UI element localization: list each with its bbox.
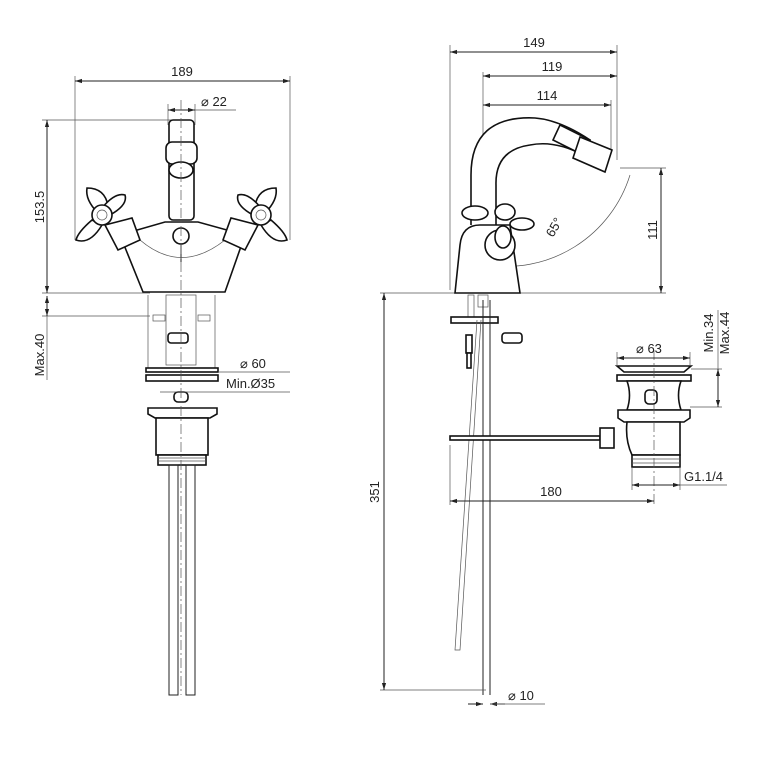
handle-left [75, 187, 142, 252]
dimension-depth: 149 [449, 35, 618, 290]
dim-label-min-hole: Min.Ø35 [226, 376, 275, 391]
dim-label-width: 189 [171, 64, 193, 79]
dim-label-total-length: 351 [367, 481, 382, 503]
dim-label-angle: 65° [543, 215, 566, 240]
dim-label-waste-min: Min.34 [701, 313, 716, 352]
dim-label-max-thickness: Max.40 [32, 334, 47, 377]
thread-marks [158, 457, 206, 462]
dimension-waste-diameter: ⌀ 63 [616, 341, 691, 366]
dim-label-waste-max: Max.44 [717, 312, 732, 355]
handle-right [221, 187, 288, 252]
faucet-side [449, 117, 694, 695]
dim-label-height: 153.5 [32, 191, 47, 224]
dim-label-spout-diameter: ⌀ 22 [201, 94, 227, 109]
front-view: 189 ⌀ 22 153.5 Max.40 [32, 64, 291, 696]
dimension-max-thickness: Max.40 [32, 296, 150, 380]
dim-label-spout-height: 111 [645, 220, 660, 240]
dimension-height: 153.5 [32, 119, 180, 294]
dim-label-rod-length: 180 [540, 484, 562, 499]
dimension-rod-length: 180 [449, 445, 654, 505]
dimension-rod-diameter: ⌀ 10 [468, 688, 545, 707]
dim-label-waste-diameter: ⌀ 63 [636, 341, 662, 356]
dim-label-spout-reach-inner: 114 [537, 88, 558, 103]
dimension-width: 189 [74, 64, 291, 240]
dim-label-spout-reach: 119 [542, 59, 563, 74]
dimension-spout-height: 111 [380, 167, 666, 294]
faucet-front [75, 100, 288, 696]
dimension-thread: G1.1/4 [631, 467, 727, 490]
dimension-hole: ⌀ 60 Min.Ø35 [160, 356, 290, 393]
side-view: 149 119 114 111 65° [367, 35, 732, 707]
dimension-spout-diameter: ⌀ 22 [167, 94, 236, 125]
dim-label-hole-diameter: ⌀ 60 [240, 356, 266, 371]
dimension-total-length: 351 [367, 293, 486, 691]
dim-label-depth: 149 [523, 35, 545, 50]
dim-label-thread: G1.1/4 [684, 469, 723, 484]
dimension-spout-reach-inner: 114 [483, 88, 612, 150]
dimension-waste-height: Min.34 Max.44 [690, 310, 732, 408]
dim-label-rod-diameter: ⌀ 10 [508, 688, 534, 703]
